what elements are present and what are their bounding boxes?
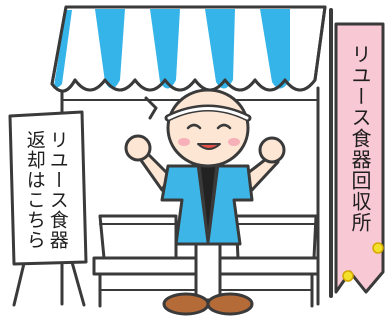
signboard — [8, 110, 88, 266]
blush — [178, 138, 240, 146]
banner-tassel — [342, 242, 384, 282]
mouth — [197, 143, 221, 150]
crate-left — [98, 214, 178, 260]
crate-right — [234, 214, 318, 260]
shoe-left — [162, 292, 210, 316]
banner-text: リユース食器回収所 — [348, 44, 372, 233]
headband-knot — [144, 96, 158, 120]
banner-flag — [334, 22, 385, 294]
happi-collar — [196, 164, 220, 246]
hand-left — [124, 134, 152, 162]
eye-left — [186, 123, 202, 130]
eye-right — [216, 123, 232, 130]
person-legs — [194, 242, 222, 302]
shoe-right — [206, 292, 254, 316]
signboard-line-1: リユース食器 — [46, 130, 69, 250]
hand-right — [258, 136, 286, 164]
signboard-line-2: 返却はこちら — [23, 130, 46, 250]
awning-stripes — [54, 9, 290, 89]
person-head — [166, 88, 250, 168]
